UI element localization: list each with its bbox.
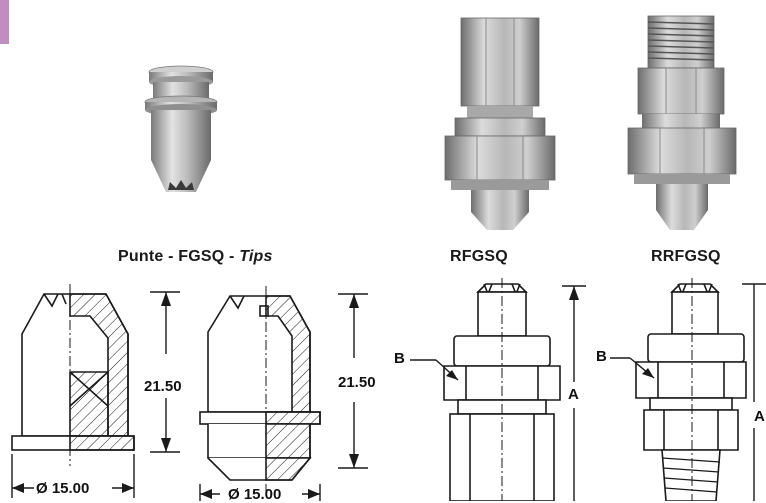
tip-section-drawing-2 bbox=[199, 286, 368, 501]
tip2-diameter-label: Ø 15.00 bbox=[228, 486, 282, 503]
rrfgsq-nozzle-photo bbox=[627, 15, 737, 230]
tip1-height-label: 21.50 bbox=[144, 378, 182, 395]
accent-bar bbox=[0, 0, 9, 44]
rfgsq-a-label: A bbox=[568, 386, 579, 403]
rfgsq-b-label: B bbox=[394, 350, 405, 367]
rfgsq-caption: RFGSQ bbox=[450, 248, 508, 265]
tip2-height-label: 21.50 bbox=[338, 374, 376, 391]
nozzle-tip-photo bbox=[144, 65, 218, 192]
tip1-diameter-label: Ø 15.00 bbox=[36, 480, 90, 497]
rrfgsq-outline-drawing bbox=[610, 278, 766, 501]
tip-section-drawing-1 bbox=[11, 284, 180, 498]
rrfgsq-caption: RRFGSQ bbox=[651, 248, 721, 265]
rfgsq-nozzle-photo bbox=[444, 17, 556, 230]
tips-caption: Punte - FGSQ - Tips bbox=[118, 248, 273, 266]
rfgsq-outline-drawing bbox=[410, 278, 586, 501]
tips-caption-italic: Tips bbox=[239, 248, 273, 265]
rrfgsq-b-label: B bbox=[596, 348, 607, 365]
rrfgsq-a-label: A bbox=[754, 408, 765, 425]
tips-caption-text: Punte - FGSQ - bbox=[118, 248, 240, 265]
